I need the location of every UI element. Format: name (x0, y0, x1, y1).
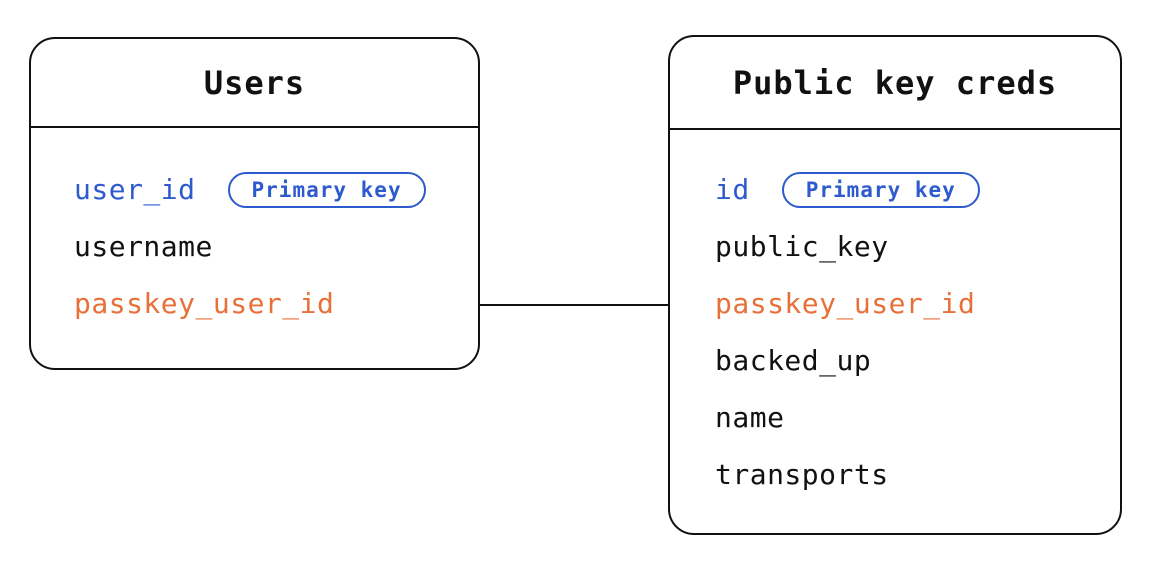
table-public-key-creds-fields: id Primary key public_key passkey_user_i… (670, 130, 1120, 503)
field-name: name (715, 401, 785, 434)
field-name: passkey_user_id (74, 287, 335, 320)
field-row-passkey-user-id: passkey_user_id (715, 275, 1120, 332)
field-name: passkey_user_id (715, 287, 976, 320)
field-row-passkey-user-id: passkey_user_id (74, 275, 478, 332)
table-users: Users user_id Primary key username passk… (29, 37, 480, 370)
primary-key-badge: Primary key (227, 171, 426, 208)
field-row-public-key: public_key (715, 218, 1120, 275)
field-name: user_id (74, 173, 196, 206)
relationship-line (479, 304, 669, 306)
field-row-backed-up: backed_up (715, 332, 1120, 389)
table-title: Public key creds (732, 63, 1058, 102)
field-row-username: username (74, 218, 478, 275)
field-row-user-id: user_id Primary key (74, 161, 478, 218)
table-users-fields: user_id Primary key username passkey_use… (31, 128, 478, 332)
field-row-name: name (715, 389, 1120, 446)
field-name: public_key (715, 230, 889, 263)
field-row-id: id Primary key (715, 161, 1120, 218)
field-row-transports: transports (715, 446, 1120, 503)
primary-key-badge: Primary key (781, 171, 980, 208)
table-users-header: Users (31, 39, 478, 128)
field-name: transports (715, 458, 889, 491)
table-title: Users (203, 63, 306, 102)
field-name: username (74, 230, 213, 263)
field-name: id (715, 173, 750, 206)
table-public-key-creds-header: Public key creds (670, 37, 1120, 130)
table-public-key-creds: Public key creds id Primary key public_k… (668, 35, 1122, 535)
field-name: backed_up (715, 344, 872, 377)
